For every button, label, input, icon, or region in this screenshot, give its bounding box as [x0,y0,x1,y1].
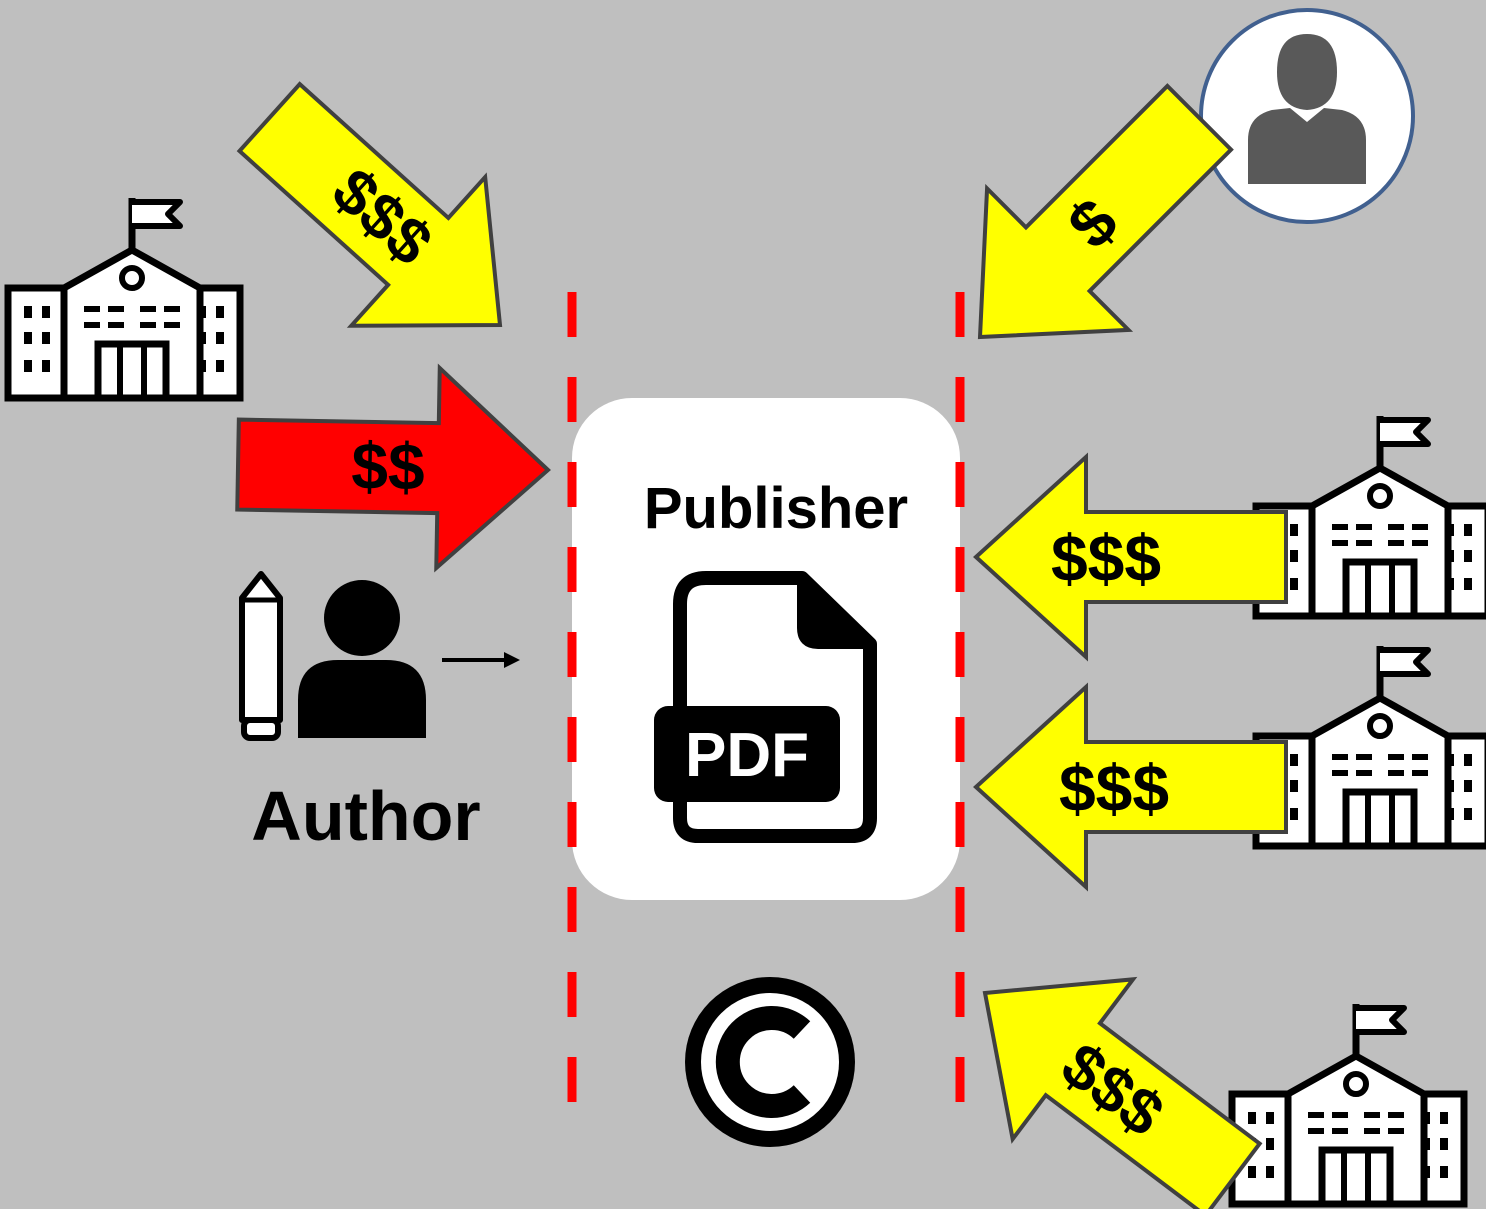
pdf-badge-text: PDF [685,721,809,790]
user-avatar-icon [1199,8,1415,224]
payment-arrow-institution-3: $$$ [974,685,1288,889]
arrow-right-icon [442,652,520,668]
author-group: Author [239,571,520,855]
payment-arrow-institution-2: $$$ [974,455,1288,659]
school-building-icon [1230,1004,1466,1204]
person-icon [298,580,426,738]
payment-label: $$$ [1059,751,1169,825]
payment-arrow-institution-4: $$$ [922,911,1295,1209]
publisher-label: Publisher [644,476,908,541]
school-building-icon [6,198,242,398]
payment-arrow-reader: $ [909,47,1270,408]
payment-arrow-institution-1: $$$ [200,41,569,402]
pencil-icon [239,571,283,741]
school-building-icon [1254,416,1486,616]
payment-label: $$$ [1051,521,1161,595]
pdf-file-icon: PDF [654,571,877,843]
payment-arrow-author: $$ [234,362,552,572]
copyright-icon [685,977,855,1147]
school-building-icon [1254,646,1486,846]
author-label: Author [251,777,480,855]
payment-label: $$ [351,429,426,504]
